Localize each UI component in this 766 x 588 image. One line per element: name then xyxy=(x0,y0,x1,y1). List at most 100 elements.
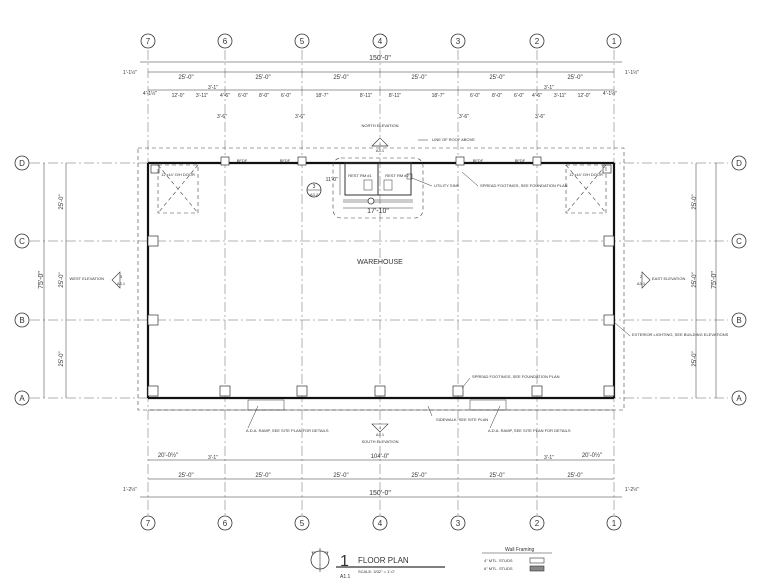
north-elevation-ref: 1 xyxy=(379,141,382,146)
bottom-side-dim: 20'-0½" xyxy=(158,452,178,459)
sub-dim: 4'-1½" xyxy=(603,90,617,97)
legend-item: 6" MTL. STUDS xyxy=(484,566,513,571)
sub-dim-upper: 3'-1" xyxy=(208,85,218,91)
ada-ramps xyxy=(247,399,507,411)
bottom-small-dim: 3'-1" xyxy=(208,455,218,461)
north-elevation-label: NORTH ELEVATION xyxy=(361,123,398,128)
grid-col-label: 5 xyxy=(300,37,305,46)
sub-dim: 12'-0" xyxy=(172,93,185,99)
grid-col-label: 7 xyxy=(146,37,151,46)
side-bay-left: 25'-0" xyxy=(59,272,65,287)
bfdf-tag: BFDF xyxy=(473,158,484,163)
overall-width-top: 150'-0" xyxy=(369,55,391,62)
bay-dim: 25'-0" xyxy=(178,473,193,479)
sub-dim: 12'-0" xyxy=(578,93,591,99)
sub-dim: 8'-11" xyxy=(360,93,373,99)
south-elevation-ref: 4 xyxy=(379,425,382,430)
grid-col-label: 1 xyxy=(612,37,617,46)
door-left-label: 12'x14' O/H DOOR xyxy=(161,172,195,177)
bfdf-tags: BFDF BFDF BFDF BFDF xyxy=(237,158,526,163)
detail-callout-sheet: A3.2 xyxy=(310,192,319,197)
east-elevation-label: EAST ELEVATION xyxy=(652,276,685,281)
restroom-2-label: REST RM #2 xyxy=(385,173,409,178)
west-elevation-sheet: A3.1 xyxy=(117,281,126,286)
grid-col-label: 2 xyxy=(535,37,540,46)
east-elevation-ref: 2 xyxy=(640,274,643,279)
side-overall-right: 75'-0" xyxy=(711,271,718,289)
west-elevation-marker xyxy=(111,271,121,289)
enclosure-width-dim: 17'-10" xyxy=(367,208,389,215)
roof-line-note: LINE OF ROOF ABOVE xyxy=(432,137,475,142)
west-elevation-ref: 3 xyxy=(120,274,123,279)
grid-col-label: 6 xyxy=(223,37,228,46)
edge-dim-bottom-right: 1'-2½" xyxy=(625,486,639,493)
grid-row-label: A xyxy=(736,394,742,403)
utility-sink-note: UTILITY SINK xyxy=(434,183,460,188)
sub-dim: 6'-0" xyxy=(514,93,524,99)
spread-footings-bottom-note: SPREAD FOOTINGS, SEE FOUNDATION PLAN xyxy=(472,374,560,379)
east-elevation-sheet: A3.1 xyxy=(637,281,646,286)
detail-callout-num: 3 xyxy=(313,184,316,190)
door-dim: 3'-6" xyxy=(459,114,469,120)
bottom-dimensions xyxy=(140,459,622,498)
south-elevation-label: SOUTH ELEVATION xyxy=(362,439,399,444)
grid-col-label: 1 xyxy=(612,519,617,528)
door-dim: 3'-6" xyxy=(535,114,545,120)
bay-dim: 25'-0" xyxy=(489,473,504,479)
sub-dim: 3'-11" xyxy=(554,93,567,99)
bay-dim: 25'-0" xyxy=(333,75,348,81)
door-dim: 3'-6" xyxy=(217,114,227,120)
bottom-side-dim: 20'-0½" xyxy=(582,452,602,459)
top-dimensions xyxy=(140,61,622,91)
west-elevation-label: WEST ELEVATION xyxy=(70,276,105,281)
north-elevation-marker xyxy=(371,137,389,147)
bottom-small-dim: 3'-1" xyxy=(544,455,554,461)
grid-bubbles-bottom: 7 6 5 4 3 2 1 xyxy=(140,515,622,531)
grid-row-label: D xyxy=(19,159,25,168)
grid-col-label: 2 xyxy=(535,519,540,528)
sub-dim: 8'-0" xyxy=(492,93,502,99)
columns xyxy=(147,156,615,397)
door-right-label: 12'x14' O/H DOOR xyxy=(569,172,603,177)
sub-dim: 8'-11" xyxy=(389,93,402,99)
grid-row-label: B xyxy=(19,316,24,325)
restroom-1-label: REST RM #1 xyxy=(348,173,372,178)
drawing-title: FLOOR PLAN xyxy=(358,556,409,565)
grid-col-label: 6 xyxy=(223,519,228,528)
grid-col-label: 3 xyxy=(456,37,461,46)
bay-dim: 25'-0" xyxy=(178,75,193,81)
drawing-scale: SCALE: 3/32" = 1'-0" xyxy=(358,569,396,574)
restroom-enclosure xyxy=(332,157,424,219)
grid-bubbles-right: D C B A xyxy=(731,155,747,406)
edge-dim-top-right: 1'-1½" xyxy=(625,69,639,76)
bay-dim: 25'-0" xyxy=(255,75,270,81)
sub-dimensions-top: 4'-1½" 12'-0" 3'-11" 4'-6" 6'-0" 8'-0" 6… xyxy=(143,85,617,120)
bfdf-tag: BFDF xyxy=(280,158,291,163)
east-elevation-marker xyxy=(641,271,651,289)
side-overall-left: 75'-0" xyxy=(38,271,45,289)
sub-dim: 4'-6" xyxy=(220,93,230,99)
grid-col-label: 4 xyxy=(378,519,383,528)
bay-dim: 25'-0" xyxy=(567,75,582,81)
grid-col-label: 4 xyxy=(378,37,383,46)
side-bay-left: 25'-0" xyxy=(59,194,65,209)
overhead-doors xyxy=(157,164,607,214)
side-bay-left: 25'-0" xyxy=(59,351,65,366)
north-elevation-sheet: A3.1 xyxy=(376,148,385,153)
south-elevation-sheet: A3.1 xyxy=(376,432,385,437)
grid-col-label: 5 xyxy=(300,519,305,528)
enclosure-height-dim: 11'-0" xyxy=(326,177,339,183)
sub-dim: 4'-1½" xyxy=(143,90,157,97)
drawing-sheet: A1.1 xyxy=(340,574,351,580)
edge-dim-top-left: 1'-1½" xyxy=(123,69,137,76)
south-elevation-marker xyxy=(371,423,389,433)
grid-row-label: C xyxy=(736,237,742,246)
grid-bubbles-top: 7 6 5 4 3 2 1 xyxy=(140,33,622,49)
grid-bubbles-left: D C B A xyxy=(14,155,30,406)
ada-ramp-right-note: A.D.A. RAMP, SEE SITE PLAN FOR DETAILS xyxy=(488,428,571,433)
bottom-middle-dim: 104'-0" xyxy=(371,454,390,460)
sidewalk-note: SIDEWALK, SEE SITE PLAN xyxy=(436,417,488,422)
drawing-number: 1 xyxy=(340,553,349,570)
spread-footings-note: SPREAD FOOTINGS, SEE FOUNDATION PLAN xyxy=(480,183,568,188)
sub-dim-upper: 3'-1" xyxy=(544,85,554,91)
